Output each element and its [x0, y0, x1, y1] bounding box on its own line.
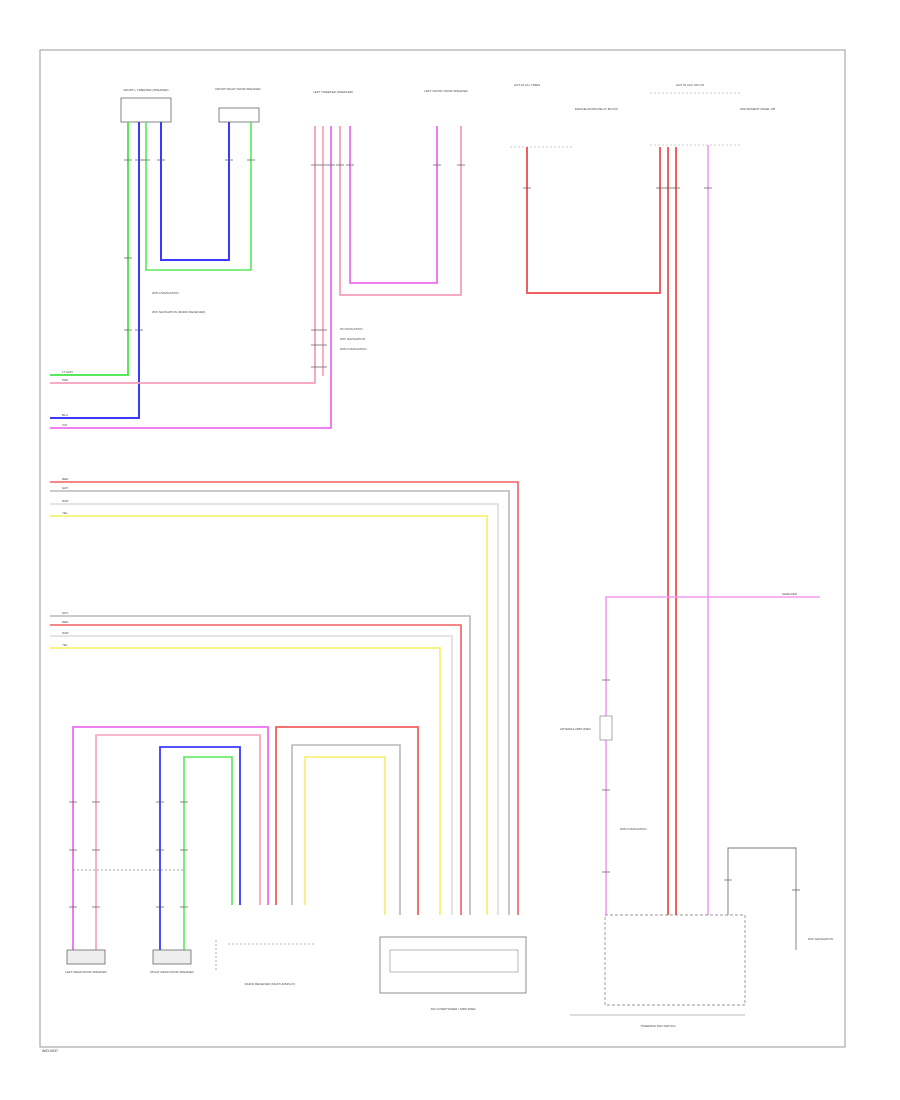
radio-receiver-label: RADIO RECEIVER (MULTI-DISPLAY): [245, 982, 296, 986]
wire-pink-c: [339, 126, 462, 296]
antenna-amp-component: ANTENNA AMPLIFIER WITH NAVIGATION W/O NA…: [560, 727, 833, 941]
bus1-white: [50, 503, 499, 915]
left-front-door-speaker-component: LEFT FRONT DOOR SPEAKER: [424, 89, 468, 93]
wire-blue-rear: [159, 746, 241, 950]
wire-magenta-rear: [72, 726, 269, 950]
bus1-gray: [50, 490, 510, 915]
bus1-label-gry: GRY: [62, 486, 68, 490]
wire-red-recv: [275, 726, 419, 915]
steering-pad-switch-component: STEERING PAD SWITCH: [570, 914, 746, 1028]
bus2-label-gry: GRY: [62, 611, 68, 615]
front-right-speaker-label: FRONT RIGHT DOOR SPEAKER: [215, 87, 261, 91]
wire-label-ltgrn: LT GRN: [62, 370, 73, 374]
wire-gray-ground: [727, 847, 797, 950]
left-rear-speaker-component: LEFT REAR DOOR SPEAKER: [65, 949, 107, 974]
fuse-note-left: ENGINE ROOM RELAY BLOCK: [575, 107, 618, 111]
wire-red-main: [526, 147, 661, 294]
radio-receiver-component: RADIO RECEIVER (MULTI-DISPLAY): [215, 940, 316, 986]
air-conditioner-amplifier-component: AIR CONDITIONER / AMPLIFIER: [379, 936, 527, 1011]
wire-pink-top: [145, 122, 252, 271]
wire-magenta-b: [349, 126, 438, 284]
bus1-label-yel: YEL: [62, 511, 68, 515]
wire-pink-rear: [95, 734, 261, 950]
splice-note-3: W/ NAVIGATION: [340, 327, 363, 331]
bus2-label-red: RED: [62, 620, 69, 624]
wire-label-pnk: PNK: [62, 378, 68, 382]
splice-note-4: W/O NAVIGATION: [340, 337, 365, 341]
left-tweeter-label: LEFT TWEETER (SPEAKER): [313, 90, 353, 94]
wire-lightmagenta-ant: [605, 596, 820, 915]
wire-label-blu: BLU: [62, 413, 68, 417]
right-rear-speaker-label: RIGHT REAR DOOR SPEAKER: [150, 970, 194, 974]
hot-at-all-times-fuse: HOT AT ALL TIMES ENGINE ROOM RELAY BLOCK: [510, 83, 618, 148]
footer-code: W/D:0037: [42, 1049, 58, 1053]
bus1-red: [50, 481, 519, 915]
bus2-red: [50, 624, 462, 915]
bus1-yellow: [50, 515, 488, 915]
fuse-note-right: INSTRUMENT PANEL J/B: [740, 107, 775, 111]
hot-in-run-fuse: HOT IN ACC OR ON INSTRUMENT PANEL J/B: [650, 83, 775, 146]
front-l-tweeter-component: FRONT L TWEETER (SPEAKER): [120, 88, 172, 123]
front-right-door-speaker-component: FRONT RIGHT DOOR SPEAKER: [215, 87, 261, 123]
bus2-label-wht: WHT: [62, 631, 69, 635]
hot-in-run-label: HOT IN ACC OR ON: [676, 83, 704, 87]
left-rear-speaker-label: LEFT REAR DOOR SPEAKER: [65, 970, 107, 974]
wire-label-vio: VIO: [62, 423, 68, 427]
bus2-white: [50, 635, 453, 915]
with-navigation-label: WITH NAVIGATION: [620, 827, 647, 831]
hot-at-all-times-label: HOT AT ALL TIMES: [514, 83, 540, 87]
air-conditioner-amplifier-label: AIR CONDITIONER / AMPLIFIER: [430, 1007, 476, 1011]
wire-gray-recv: [291, 744, 401, 915]
wire-yellow-recv: [304, 756, 386, 915]
antenna-amp-fuse: [599, 715, 613, 741]
connector-ticks: [69, 159, 800, 908]
splice-note-5: WITH NAVIGATION: [340, 347, 367, 351]
left-front-speaker-label: LEFT FRONT DOOR SPEAKER: [424, 89, 468, 93]
bus1-label-wht: WHT: [62, 499, 69, 503]
bus2-label-yel: YEL: [62, 643, 68, 647]
wire-blue-top-loop: [160, 122, 230, 261]
wire-blue-top: [50, 122, 140, 419]
bus2-gray: [50, 615, 471, 915]
antenna-amp-label: ANTENNA AMPLIFIER: [560, 727, 592, 731]
left-tweeter-component: LEFT TWEETER (SPEAKER): [313, 90, 353, 94]
splice-note-1: WITH NAVIGATION: [152, 291, 179, 295]
bus2-yellow: [50, 647, 441, 915]
splice-note-2: W/O NAVIGATION (RADIO RECEIVER): [152, 310, 205, 314]
w-o-navigation-label: W/O NAVIGATION: [808, 937, 833, 941]
wire-green-rear: [183, 756, 233, 950]
shielded-label: SHIELDED: [782, 592, 798, 596]
wire-pink-a: [50, 126, 316, 384]
wire-magenta-a: [50, 126, 332, 429]
diagram-frame: [39, 49, 846, 1048]
front-l-tweeter-label: FRONT L TWEETER (SPEAKER): [123, 88, 168, 92]
wire-green-top: [50, 122, 129, 376]
steering-pad-switch-label: STEERING PAD SWITCH: [641, 1024, 676, 1028]
right-rear-speaker-component: RIGHT REAR DOOR SPEAKER: [150, 949, 194, 974]
bus1-label-red: RED: [62, 477, 69, 481]
